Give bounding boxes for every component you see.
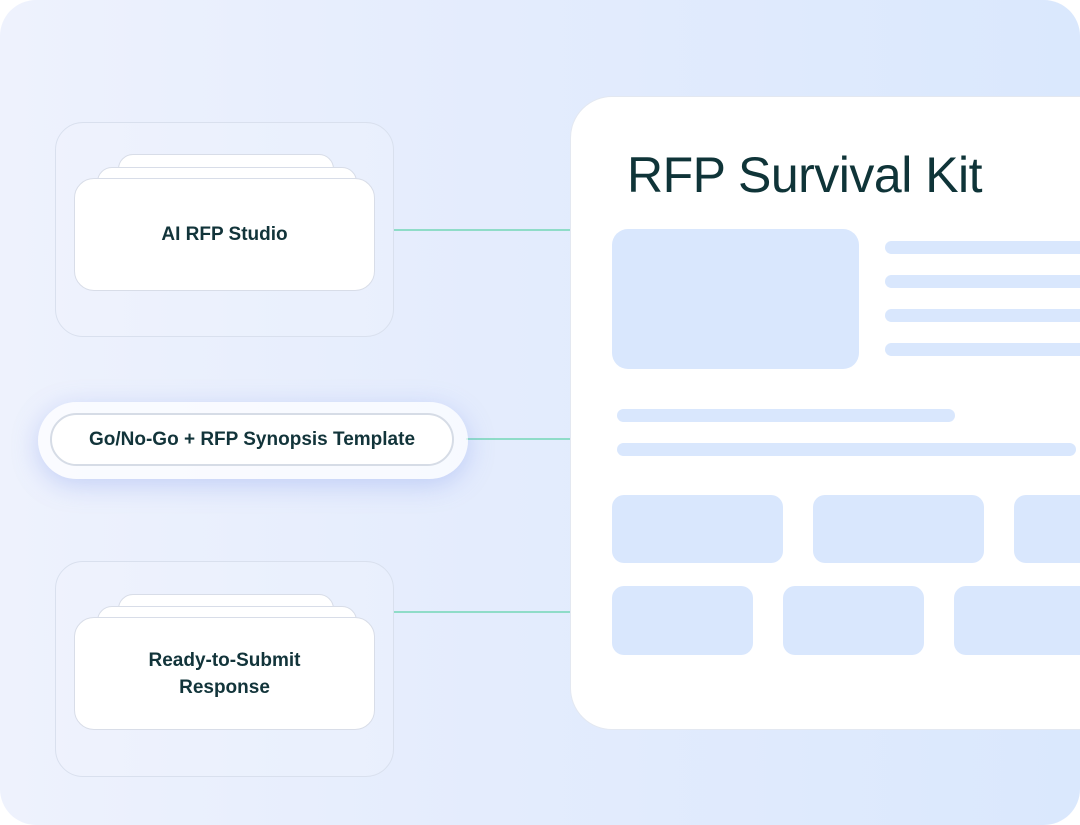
text-line-placeholder: [885, 275, 1080, 288]
ready-label-line2: Response: [179, 676, 270, 698]
ai-studio-label: AI RFP Studio: [161, 224, 288, 245]
tile-placeholder: [612, 495, 783, 563]
connector-ready-to-submit: [393, 611, 570, 613]
survival-kit-title: RFP Survival Kit: [627, 147, 983, 203]
image-placeholder: [612, 229, 859, 369]
text-line-placeholder: [617, 409, 955, 422]
connector-ai-studio: [393, 229, 570, 231]
tile-placeholder: [954, 586, 1080, 655]
text-line-placeholder: [885, 343, 1080, 356]
ready-label-line1: Ready-to-Submit: [148, 649, 301, 671]
tile-placeholder: [612, 586, 753, 655]
go-no-go-pill[interactable]: Go/No-Go + RFP Synopsis Template: [50, 413, 454, 466]
tile-placeholder: [813, 495, 984, 563]
tile-placeholder: [783, 586, 924, 655]
ai-studio-card[interactable]: AI RFP Studio: [74, 178, 375, 291]
ready-to-submit-card[interactable]: Ready-to-Submit Response: [74, 617, 375, 730]
connector-go-no-go: [466, 438, 570, 440]
text-line-placeholder: [885, 241, 1080, 254]
text-line-placeholder: [617, 443, 1076, 456]
text-line-placeholder: [885, 309, 1080, 322]
tile-placeholder: [1014, 495, 1080, 563]
go-no-go-label: Go/No-Go + RFP Synopsis Template: [88, 428, 416, 450]
